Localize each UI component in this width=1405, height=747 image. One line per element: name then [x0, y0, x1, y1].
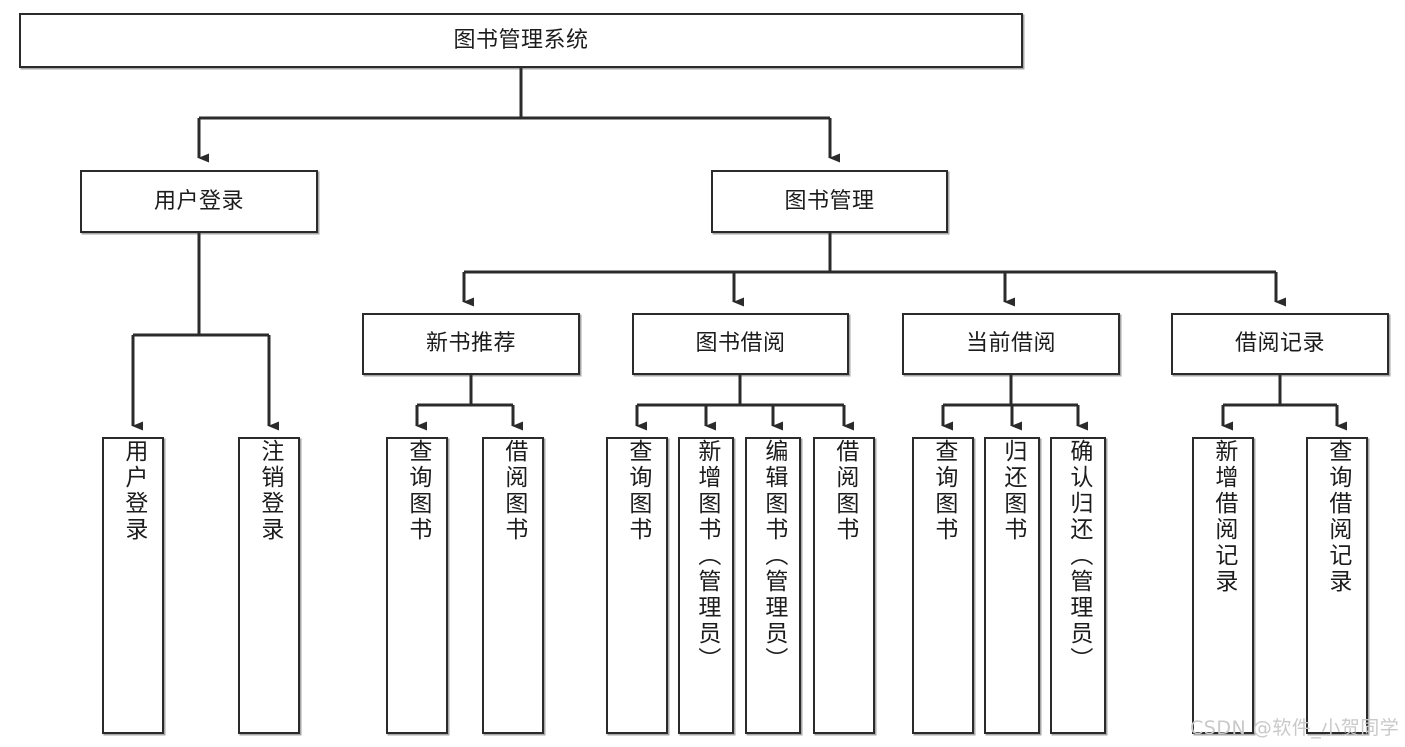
node-leaf-query-book-1[interactable]: 查询图书 [386, 437, 448, 734]
node-current-borrow-label: 当前借阅 [965, 331, 1056, 357]
node-leaf-query-book-2-label: 查询图书 [624, 439, 651, 543]
node-book-borrow-label: 图书借阅 [695, 331, 786, 357]
node-leaf-add-book[interactable]: 新增图书（管理员） [678, 437, 734, 734]
node-leaf-query-book-3-label: 查询图书 [930, 439, 957, 543]
node-leaf-user-logout-label: 注销登录 [256, 439, 283, 543]
node-leaf-borrow-book-1-label: 借阅图书 [500, 439, 527, 543]
node-leaf-user-login-label: 用户登录 [120, 439, 147, 543]
node-user-login-label: 用户登录 [153, 188, 244, 214]
node-leaf-query-book-1-label: 查询图书 [404, 439, 431, 543]
node-leaf-return-book[interactable]: 归还图书 [984, 437, 1040, 734]
csdn-watermark: CSDN @软件_小贺同学 [1190, 717, 1400, 739]
node-borrow-record-label: 借阅记录 [1234, 331, 1325, 357]
node-leaf-add-record-label: 新增借阅记录 [1210, 439, 1237, 595]
node-root[interactable]: 图书管理系统 [19, 13, 1023, 68]
node-leaf-borrow-book-2-label: 借阅图书 [831, 439, 858, 543]
node-book-manage-label: 图书管理 [784, 188, 875, 214]
node-leaf-query-record-label: 查询借阅记录 [1324, 439, 1351, 595]
node-user-login[interactable]: 用户登录 [80, 170, 318, 233]
node-leaf-user-logout[interactable]: 注销登录 [238, 437, 300, 734]
node-leaf-return-book-label: 归还图书 [999, 439, 1026, 543]
node-leaf-confirm-return-label: 确认归还（管理员） [1065, 439, 1092, 673]
node-new-book-rec[interactable]: 新书推荐 [362, 313, 580, 375]
node-leaf-borrow-book-2[interactable]: 借阅图书 [813, 437, 875, 734]
node-leaf-borrow-book-1[interactable]: 借阅图书 [482, 437, 544, 734]
node-leaf-user-login[interactable]: 用户登录 [102, 437, 164, 734]
node-leaf-query-book-3[interactable]: 查询图书 [912, 437, 974, 734]
node-leaf-confirm-return[interactable]: 确认归还（管理员） [1050, 437, 1106, 734]
node-current-borrow[interactable]: 当前借阅 [902, 313, 1120, 375]
node-leaf-edit-book-label: 编辑图书（管理员） [760, 439, 787, 673]
node-leaf-add-book-label: 新增图书（管理员） [693, 439, 720, 673]
node-book-borrow[interactable]: 图书借阅 [632, 313, 849, 375]
node-leaf-query-book-2[interactable]: 查询图书 [606, 437, 668, 734]
node-root-label: 图书管理系统 [453, 27, 589, 53]
node-borrow-record[interactable]: 借阅记录 [1171, 313, 1389, 375]
node-leaf-query-record[interactable]: 查询借阅记录 [1306, 437, 1368, 734]
node-book-manage[interactable]: 图书管理 [711, 170, 948, 233]
node-new-book-rec-label: 新书推荐 [425, 331, 516, 357]
node-leaf-add-record[interactable]: 新增借阅记录 [1192, 437, 1254, 734]
node-leaf-edit-book[interactable]: 编辑图书（管理员） [745, 437, 801, 734]
